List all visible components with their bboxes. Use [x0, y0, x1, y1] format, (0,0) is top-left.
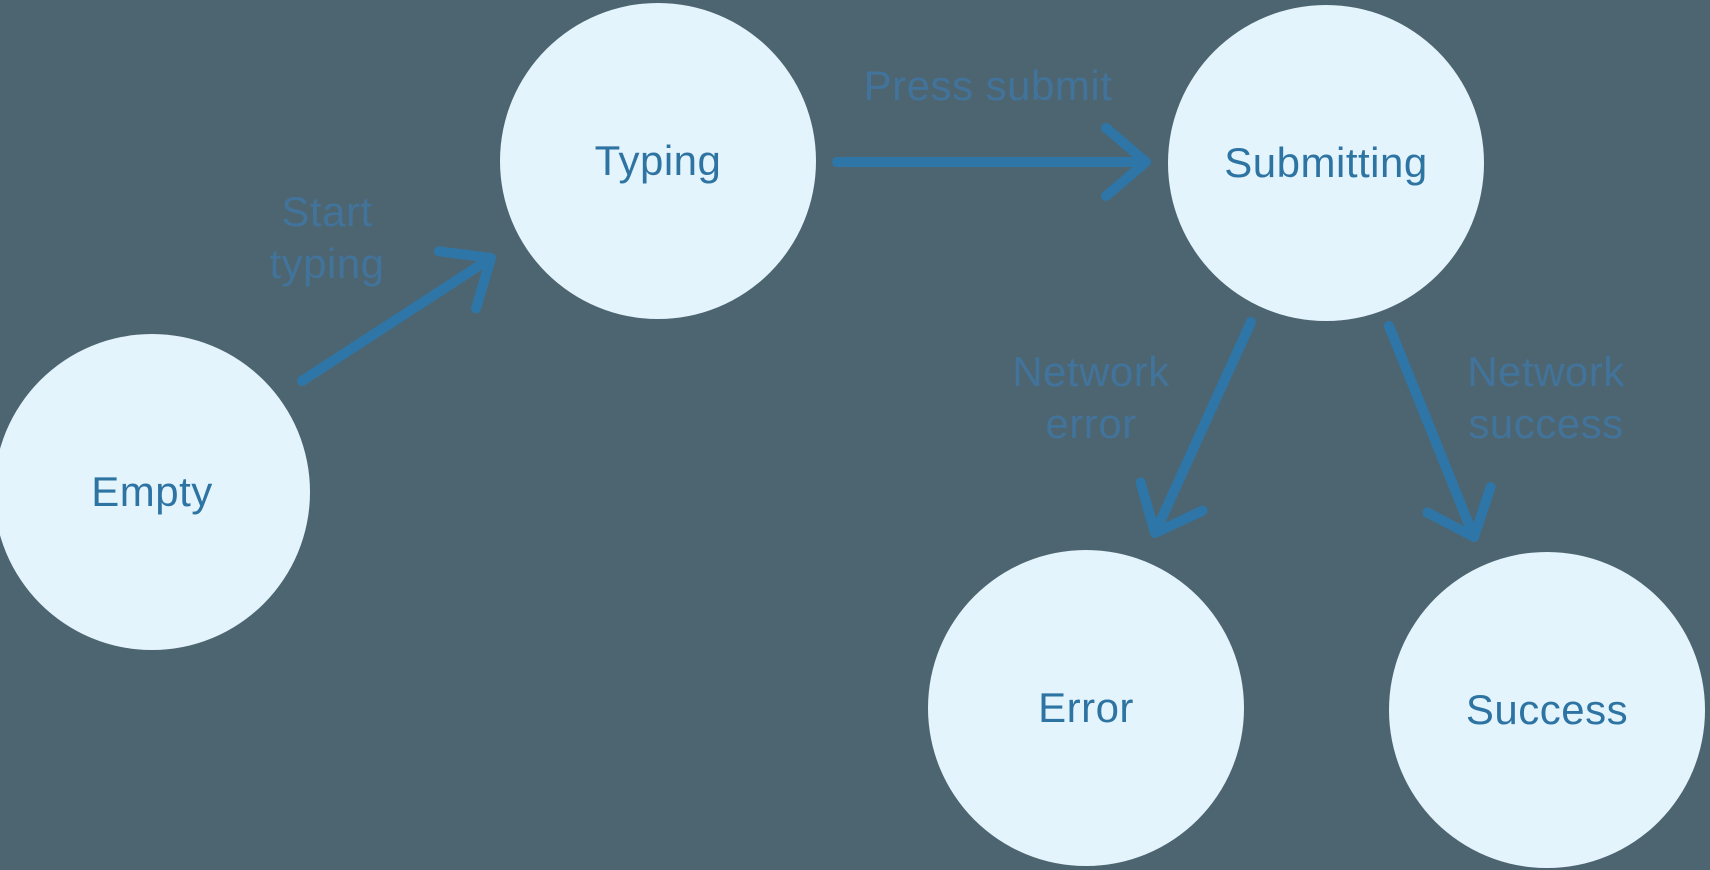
state-label-typing: Typing [594, 137, 722, 184]
transition-label-line: error [1045, 400, 1137, 447]
state-node-error: Error [928, 550, 1244, 866]
transition-label-line: Start [281, 188, 373, 235]
state-node-empty: Empty [0, 334, 310, 650]
state-label-submitting: Submitting [1224, 139, 1428, 186]
transition-label-start-typing: Start typing [269, 186, 384, 290]
state-node-submitting: Submitting [1168, 5, 1484, 321]
transition-label-network-error: Network error [1012, 346, 1170, 450]
state-label-success: Success [1465, 686, 1629, 733]
state-label-error: Error [1038, 684, 1134, 731]
transition-label-line: Network [1012, 348, 1170, 395]
transition-arrow-submitting-to-success [1384, 321, 1496, 542]
transition-label-line: Press submit [863, 62, 1113, 109]
transition-label-press-submit: Press submit [864, 60, 1113, 112]
state-label-empty: Empty [91, 468, 213, 515]
state-node-success: Success [1389, 552, 1705, 868]
state-node-typing: Typing [500, 3, 816, 319]
transition-label-line: typing [269, 240, 385, 287]
transition-label-line: Network [1467, 348, 1625, 395]
transition-label-network-success: Network success [1467, 346, 1625, 450]
transition-label-line: success [1468, 400, 1624, 447]
